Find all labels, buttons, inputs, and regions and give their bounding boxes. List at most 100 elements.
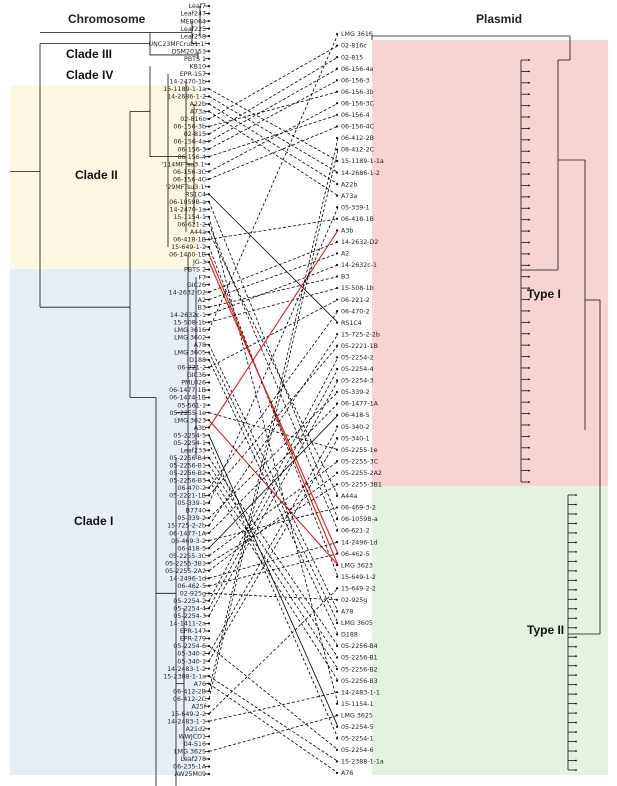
plasmid-tip-dot — [335, 240, 339, 243]
plasmid-tip-dot — [335, 148, 339, 151]
chromosome-leaf-label: 05-2255-1e — [170, 410, 207, 417]
chromosome-leaf-label: 15-725-2-2b — [167, 523, 206, 530]
plasmid-header: Plasmid — [476, 12, 522, 26]
chromosome-tip-dot — [207, 479, 211, 482]
plasmid-tip-dot — [335, 321, 339, 324]
chromosome-leaf-label: LMG 3625 — [174, 749, 206, 756]
plasmid-leaf-label: A44a — [341, 493, 357, 500]
chromosome-leaf-label: WWJCD1 — [178, 734, 206, 741]
chromosome-tip-dot — [207, 652, 211, 655]
chromosome-leaf-label: A73a — [190, 109, 206, 116]
type-ii-tip-dot — [575, 702, 577, 705]
plasmid-leaf-label: 05-2255-3C — [341, 458, 379, 465]
plasmid-leaf-label: A3b — [341, 227, 353, 234]
chromosome-tip-dot — [207, 313, 211, 316]
chromosome-tip-dot — [207, 117, 211, 121]
plasmid-tip-dot — [335, 702, 339, 705]
link-line — [208, 253, 339, 301]
plasmid-leaf-label: 05-2254-2 — [341, 355, 374, 362]
plasmid-leaf-label: A76 — [341, 770, 353, 777]
type-i-tip-dot — [528, 469, 530, 472]
chromosome-tip-dot — [207, 449, 211, 452]
plasmid-leaf-label: 02-925g — [341, 597, 367, 604]
type-ii-tip-dot — [575, 550, 577, 553]
plasmid-tip-dot — [335, 125, 339, 128]
chromosome-tip-dot — [207, 245, 211, 249]
plasmid-leaf-label: A78 — [341, 609, 353, 616]
plasmid-tip-dot — [335, 633, 339, 636]
chromosome-tip-dot — [207, 614, 211, 617]
chromosome-leaf-label: A76 — [194, 681, 206, 688]
type-i-tip-dot — [528, 344, 530, 347]
type-i-tip-dot — [528, 481, 530, 483]
plasmid-leaf-label: 15-1154-1 — [341, 701, 374, 708]
chromosome-leaf-label: 05-2255-2A2 — [165, 568, 206, 575]
chromosome-tip-dot — [207, 253, 211, 256]
chromosome-tip-dot — [207, 607, 211, 610]
plasmid-tree — [335, 32, 601, 775]
chromosome-leaf-label: 05-2256-B2 — [169, 470, 206, 477]
plasmid-tip-dot — [335, 587, 339, 590]
chromosome-tip-dot — [207, 554, 211, 557]
link-line — [208, 103, 339, 185]
chromosome-leaf-label: 05-2254-4 — [173, 606, 206, 613]
chromosome-leaf-label: B3 — [198, 304, 206, 311]
plasmid-leaf-label: 15-508-1b — [341, 285, 374, 292]
link-line — [208, 207, 339, 504]
chromosome-leaf-label: 14-2483-1-2 — [167, 666, 206, 673]
plasmid-tip-dot — [335, 402, 339, 405]
link-line — [208, 224, 339, 531]
chromosome-leaf-label: 14-2483-1-1 — [167, 718, 206, 725]
chromosome-tip-dot — [207, 50, 211, 53]
plasmid-leaf-label: 15-649-1-2 — [341, 574, 376, 581]
type-i-tip-dot — [528, 298, 530, 301]
chromosome-leaf-label: 05-2256-B1 — [169, 462, 206, 469]
plasmid-tip-dot — [335, 79, 339, 82]
link-line — [208, 229, 339, 428]
plasmid-leaf-label: 05-2255-2A2 — [341, 470, 382, 477]
type-i-tip-dot — [528, 70, 530, 73]
link-line — [208, 287, 339, 323]
link-line — [208, 111, 339, 196]
type-i-tip-dot — [528, 355, 530, 358]
chromosome-tip-dot — [207, 569, 211, 572]
plasmid-tip-dot — [335, 748, 339, 752]
chromosome-leaf-label: Leaf278 — [181, 756, 206, 763]
plasmid-leaf-label: 05-2254-5 — [341, 724, 374, 731]
type-ii-tip-dot — [575, 759, 577, 762]
type-ii-tip-dot — [575, 693, 577, 696]
link-line — [208, 465, 339, 658]
type-ii-tip-dot — [575, 683, 577, 686]
chromosome-leaf-label: 14-2470-1a — [170, 206, 207, 213]
chromosome-tip-dot — [207, 705, 211, 708]
chromosome-leaf-label: 06-412-2B — [173, 688, 206, 695]
chromosome-leaf-label: KB10 — [190, 63, 206, 70]
plasmid-tip-dot — [335, 494, 339, 497]
chromosome-tip-dot — [207, 381, 211, 384]
chromosome-tip-dot — [207, 185, 211, 188]
chromosome-tip-dot — [207, 321, 211, 324]
type-ii-tip-dot — [575, 579, 577, 582]
plasmid-tip-dot — [335, 113, 339, 116]
chromosome-tip-dot — [207, 200, 211, 203]
link-line — [208, 345, 339, 496]
link-line — [208, 457, 339, 647]
chromosome-tip-dot — [207, 275, 211, 279]
chromosome-leaf-label: 05-340-2 — [177, 651, 206, 658]
link-line — [208, 403, 339, 534]
type-ii-tip-dot — [575, 655, 577, 658]
link-line — [208, 264, 339, 316]
type-i-tip-dot — [528, 401, 530, 404]
chromosome-leaf-label: 05-561-1 — [177, 402, 206, 409]
chromosome-tip-dot — [207, 163, 211, 166]
plasmid-leaf-label: 05-2254-1 — [341, 736, 374, 743]
plasmid-tip-dot — [335, 506, 339, 509]
link-line — [208, 299, 339, 368]
plasmid-tip-dot — [335, 725, 339, 728]
chromosome-leaf-label: 06-1477-1A — [169, 530, 207, 537]
plasmid-tip-dot — [335, 667, 339, 671]
type-i-tip-dot — [528, 446, 530, 449]
plasmid-leaf-label: 05-2256-B4 — [341, 643, 378, 650]
plasmid-tip-dot — [335, 691, 339, 694]
